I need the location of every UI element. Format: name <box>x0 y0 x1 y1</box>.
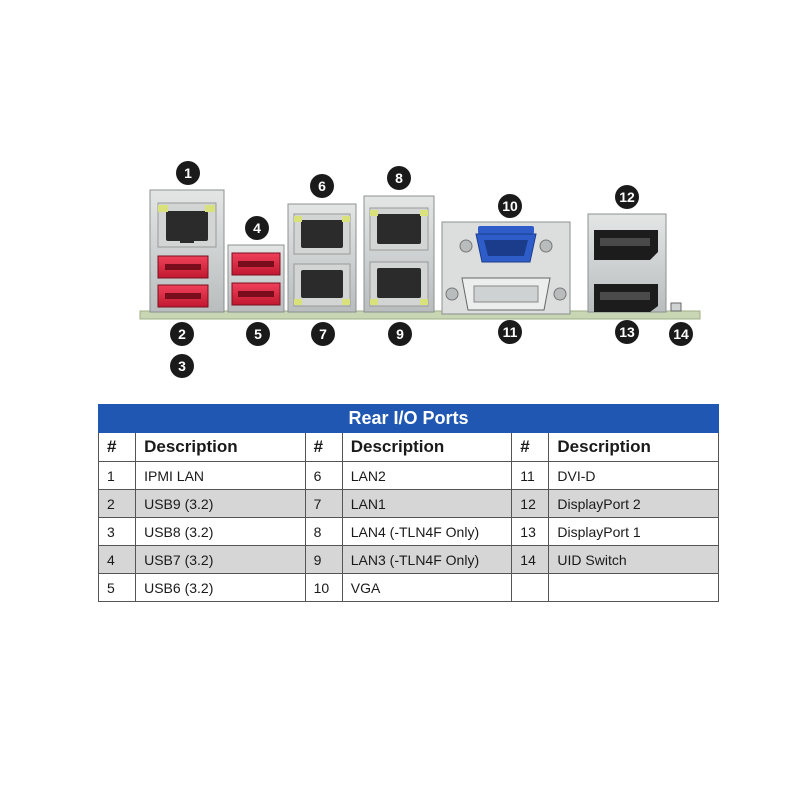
column-header: Description <box>548 432 719 462</box>
port-description: USB9 (3.2) <box>135 489 306 518</box>
svg-text:3: 3 <box>178 358 186 374</box>
callout-11: 11 <box>498 320 522 344</box>
displayport-stack <box>587 213 667 313</box>
column-header: # <box>97 432 137 462</box>
lan-stack-1 <box>287 203 357 313</box>
port-description: LAN2 <box>341 461 513 490</box>
svg-text:8: 8 <box>395 170 403 186</box>
column-header: # <box>304 432 343 462</box>
port-number: 14 <box>511 545 550 574</box>
port-number: 12 <box>511 489 550 518</box>
callouts: 1 2 3 4 5 6 7 8 9 10 11 12 13 14 <box>170 161 693 378</box>
svg-text:6: 6 <box>318 178 326 194</box>
port-number: 7 <box>304 489 343 518</box>
callout-10: 10 <box>498 194 522 218</box>
port-description: DVI-D <box>548 461 719 490</box>
port-number: 9 <box>304 545 343 574</box>
svg-text:7: 7 <box>319 326 327 342</box>
column-header: Description <box>135 432 306 462</box>
port-number: 4 <box>97 545 137 574</box>
svg-text:5: 5 <box>254 326 262 342</box>
callout-4: 4 <box>245 216 269 240</box>
table-title: Rear I/O Ports <box>98 404 719 433</box>
column-header: Description <box>341 432 513 462</box>
callout-8: 8 <box>387 166 411 190</box>
port-description: DisplayPort 1 <box>548 517 719 546</box>
port-description <box>548 573 719 602</box>
callout-3: 3 <box>170 354 194 378</box>
table-header-row: # Description # Description # Descriptio… <box>97 432 719 462</box>
svg-text:14: 14 <box>673 326 689 342</box>
port-number: 6 <box>304 461 343 490</box>
port-description: LAN1 <box>341 489 513 518</box>
port-description: LAN4 (-TLN4F Only) <box>341 517 513 546</box>
port-number: 13 <box>511 517 550 546</box>
svg-text:12: 12 <box>619 189 635 205</box>
callout-14: 14 <box>669 322 693 346</box>
svg-text:9: 9 <box>396 326 404 342</box>
table-row: 4 USB7 (3.2) 9 LAN3 (-TLN4F Only) 14 UID… <box>97 545 719 574</box>
port-number: 1 <box>97 461 137 490</box>
uid-switch <box>670 302 682 312</box>
ipmi-lan-usb-stack <box>149 189 225 313</box>
port-description: DisplayPort 2 <box>548 489 719 518</box>
port-description: IPMI LAN <box>135 461 306 490</box>
rear-io-ports-table: Rear I/O Ports # Description # Descripti… <box>97 404 719 602</box>
callout-7: 7 <box>311 322 335 346</box>
svg-text:2: 2 <box>178 326 186 342</box>
port-description: USB8 (3.2) <box>135 517 306 546</box>
lan-stack-2 <box>363 195 435 313</box>
callout-9: 9 <box>388 322 412 346</box>
table-title-row: Rear I/O Ports <box>98 404 719 433</box>
table-row: 5 USB6 (3.2) 10 VGA <box>97 573 719 602</box>
svg-text:10: 10 <box>502 198 518 214</box>
usb-stack <box>227 244 285 313</box>
port-description: UID Switch <box>548 545 719 574</box>
port-number: 8 <box>304 517 343 546</box>
svg-text:4: 4 <box>253 220 261 236</box>
port-number: 5 <box>97 573 137 602</box>
callout-13: 13 <box>615 320 639 344</box>
port-number: 11 <box>511 461 550 490</box>
port-number: 2 <box>97 489 137 518</box>
port-description: USB6 (3.2) <box>135 573 306 602</box>
port-description: LAN3 (-TLN4F Only) <box>341 545 513 574</box>
rear-io-diagram: 1 2 3 4 5 6 7 8 9 10 11 12 13 14 <box>139 161 701 378</box>
svg-text:1: 1 <box>184 165 192 181</box>
column-header: # <box>511 432 550 462</box>
port-number: 3 <box>97 517 137 546</box>
svg-text:13: 13 <box>619 324 635 340</box>
callout-5: 5 <box>246 322 270 346</box>
svg-text:11: 11 <box>503 324 518 340</box>
port-number: 10 <box>304 573 343 602</box>
callout-1: 1 <box>176 161 200 185</box>
table-row: 1 IPMI LAN 6 LAN2 11 DVI-D <box>97 461 719 490</box>
port-description: USB7 (3.2) <box>135 545 306 574</box>
table-row: 2 USB9 (3.2) 7 LAN1 12 DisplayPort 2 <box>97 489 719 518</box>
video-bracket <box>441 221 571 315</box>
table-row: 3 USB8 (3.2) 8 LAN4 (-TLN4F Only) 13 Dis… <box>97 517 719 546</box>
callout-2: 2 <box>170 322 194 346</box>
port-number <box>511 573 550 602</box>
callout-6: 6 <box>310 174 334 198</box>
callout-12: 12 <box>615 185 639 209</box>
port-description: VGA <box>341 573 513 602</box>
